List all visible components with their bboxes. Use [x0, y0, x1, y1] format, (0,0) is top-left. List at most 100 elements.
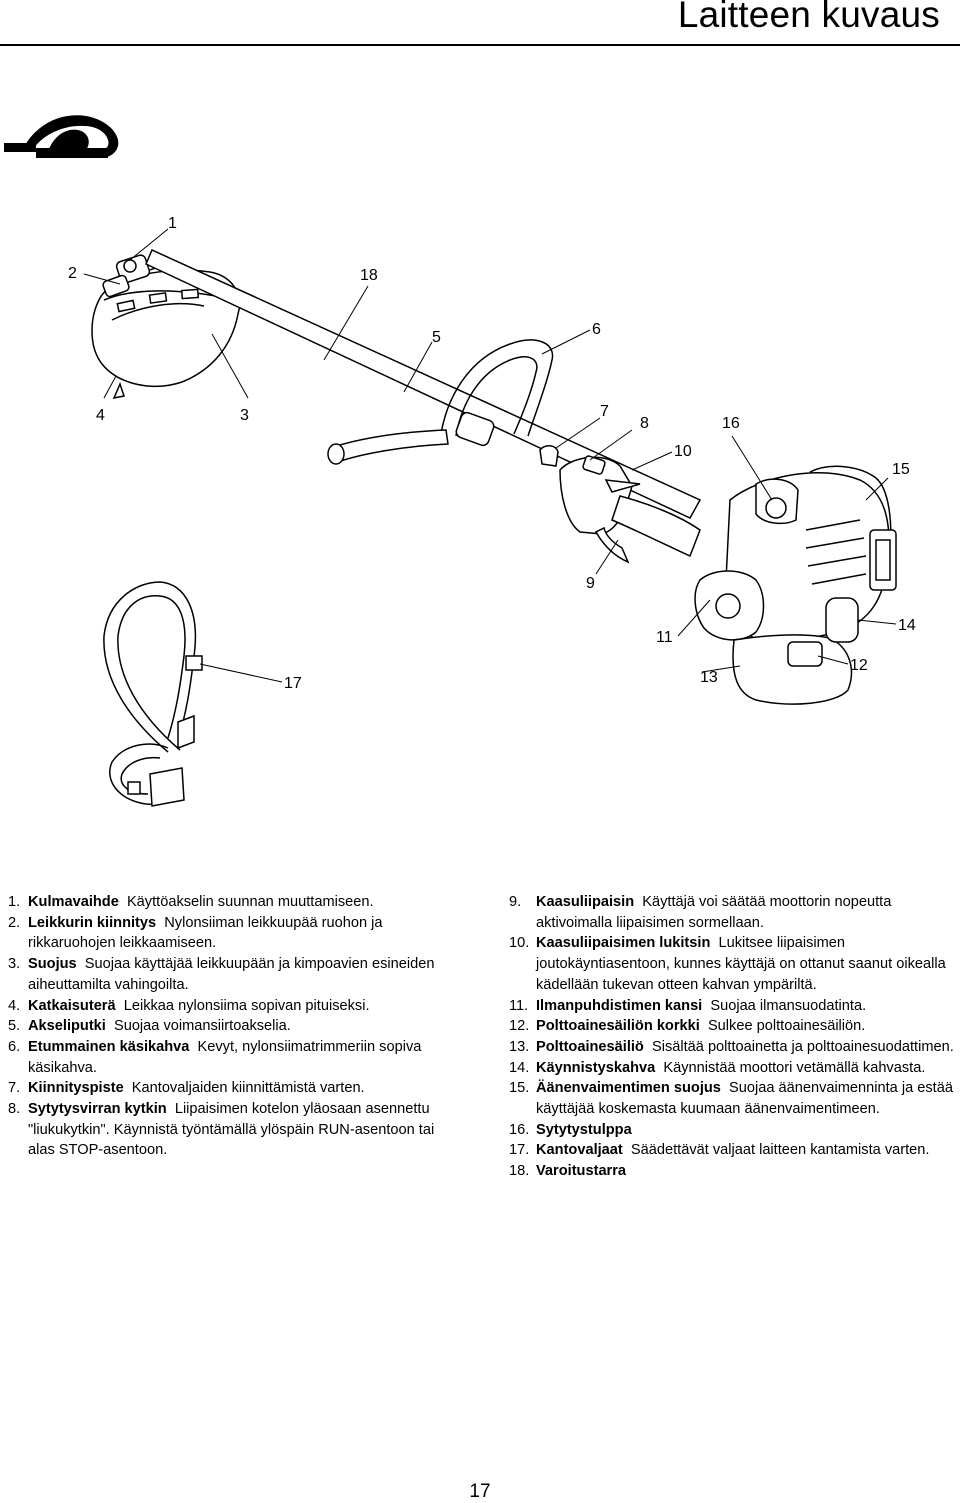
callout-7: 7	[600, 403, 609, 420]
legend-item: 11. Ilmanpuhdistimen kansi Suojaa ilmansu…	[509, 996, 959, 1017]
callout-8: 8	[640, 415, 649, 432]
legend-number: 14.	[509, 1059, 530, 1076]
callout-13: 13	[700, 669, 718, 686]
legend-item: 10. Kaasuliipaisimen lukitsin Lukitsee li…	[509, 933, 959, 995]
legend-description: Nylonsiiman leikkuupää ruohon ja rikkaru…	[28, 914, 383, 952]
legend-description: Sulkee polttoainesäiliön.	[707, 1018, 866, 1035]
legend-description: Käyttäjä voi säätää moottorin nopeutta a…	[536, 894, 892, 931]
callout-11: 11	[656, 629, 673, 646]
legend-number: 9.	[509, 894, 522, 910]
legend-term: Sytytysvirran kytkin	[28, 1101, 167, 1118]
front-handle	[327, 339, 554, 465]
legend-number: 8.	[8, 1101, 21, 1118]
legend-term: Etummainen käsikahva	[28, 1038, 190, 1055]
legend-description: Suojaa ilmansuodatinta.	[710, 997, 867, 1014]
legend-number: 10.	[509, 935, 530, 952]
legend-number: 18.	[509, 1163, 530, 1180]
legend-number: 2.	[8, 914, 21, 931]
legend-number: 4.	[8, 997, 21, 1014]
callout-4: 4	[96, 407, 105, 424]
legend-item: 13.Polttoainesäiliö Sisältää polttoainet…	[509, 1037, 959, 1058]
legend-right: 9. Kaasuliipaisin Käyttäjä voi säätää moo…	[509, 892, 959, 1182]
legend-term: Akseliputki	[28, 1018, 106, 1035]
callout-15: 15	[892, 461, 910, 478]
legend-item: 6. Etummainen käsikahva Kevyt, nylonsiima…	[8, 1037, 458, 1078]
legend-term: Ilmanpuhdistimen kansi	[536, 997, 703, 1014]
legend-description: Kevyt, nylonsiimatrimmeriin sopiva käsik…	[28, 1038, 422, 1076]
legend-left: 1. Kulmavaihde Käyttöakselin suunnan muut…	[8, 892, 458, 1161]
callout-16: 16	[722, 415, 740, 432]
legend-number: 11.	[509, 997, 529, 1014]
leader-lines	[83, 228, 897, 683]
legend-number: 1.	[8, 894, 21, 910]
callout-14: 14	[898, 617, 916, 634]
safety-symbol-icon	[4, 115, 119, 158]
legend-term: Polttoainesäiliö	[536, 1038, 644, 1055]
callout-17: 17	[284, 675, 302, 692]
harness	[103, 581, 203, 807]
legend-item: 9. Kaasuliipaisin Käyttäjä voi säätää moo…	[509, 892, 959, 933]
legend-item: 5. Akseliputki Suojaa voimansiirtoakselia…	[8, 1016, 458, 1037]
legend-item: 18. Varoitustarra	[509, 1161, 959, 1182]
legend-term: Kaasuliipaisin	[536, 894, 635, 910]
legend-term: Äänenvaimentimen suojus	[536, 1080, 721, 1097]
shaft-tube	[145, 248, 702, 519]
legend-item: 12. Polttoainesäiliön korkki Sulkee poltt…	[509, 1016, 959, 1037]
legend-description: Käyttöakselin suunnan muuttamiseen.	[126, 894, 374, 910]
callout-9: 9	[586, 575, 595, 592]
legend-term: Polttoainesäiliön korkki	[536, 1018, 700, 1035]
page-title: Laitteen kuvaus	[677, 0, 940, 35]
callout-2: 2	[68, 265, 77, 282]
callout-numbers: 1 2 18 6 5 4 3 7 8 16 10 15 9 11 14 12 1…	[68, 215, 916, 692]
legend-item: 7. Kiinnityspiste Kantovaljaiden kiinnitt…	[8, 1078, 458, 1099]
legend-number: 3.	[8, 956, 21, 973]
legend-item: 15. Äänenvaimentimen suojus Suojaa äänenv…	[509, 1078, 959, 1119]
legend-item: 16. Sytytystulppa	[509, 1120, 959, 1141]
legend-description: Käynnistää moottori vetämällä kahvasta.	[663, 1059, 926, 1076]
legend-number: 5.	[8, 1018, 21, 1035]
legend-term: Katkaisuterä	[28, 997, 116, 1014]
legend-description: Sisältää polttoainetta ja polttoainesuod…	[651, 1038, 954, 1055]
callout-1: 1	[168, 215, 177, 232]
callout-12: 12	[850, 657, 868, 674]
legend-description: Suojaa äänenvaimenninta ja estää käyttäj…	[536, 1080, 953, 1118]
legend-description: Suojaa käyttäjää leikkuupään ja kimpoavi…	[28, 956, 435, 993]
legend-description: Suojaa voimansiirtoakselia.	[113, 1018, 291, 1035]
callout-3: 3	[240, 407, 249, 424]
legend-description: Lukitsee liipaisimen joutokäyntiasentoon…	[536, 935, 946, 993]
legend-term: Kantovaljaat	[536, 1142, 623, 1159]
legend-term: Leikkurin kiinnitys	[28, 914, 157, 931]
legend-term: Sytytystulppa	[536, 1121, 632, 1138]
legend-term: Varoitustarra	[536, 1163, 627, 1180]
legend-number: 7.	[8, 1080, 21, 1097]
callout-5: 5	[432, 329, 441, 346]
trimmer-illustration: 1 2 18 6 5 4 3 7 8 16 10 15 9 11 14 12 1…	[4, 115, 916, 807]
callout-18: 18	[360, 267, 378, 284]
legend-item: 14. Käynnistyskahva Käynnistää moottori v…	[509, 1058, 959, 1079]
legend-number: 15.	[509, 1080, 530, 1097]
legend-number: 6.	[8, 1038, 21, 1055]
legend-item: 2. Leikkurin kiinnitys Nylonsiiman leikku…	[8, 913, 458, 954]
legend-item: 4. Katkaisuterä Leikkaa nylonsiima sopiva…	[8, 996, 458, 1017]
rear-grip	[611, 495, 701, 558]
legend-term: Suojus	[28, 956, 77, 973]
legend-description: Säädettävät valjaat laitteen kantamista …	[630, 1142, 930, 1159]
engine	[694, 465, 897, 705]
legend-description: Liipaisimen kotelon yläosaan asennettu "…	[28, 1101, 435, 1159]
legend-item: 1. Kulmavaihde Käyttöakselin suunnan muut…	[8, 892, 458, 913]
legend-number: 16.	[509, 1121, 530, 1138]
callout-10: 10	[674, 443, 692, 460]
page-number: 17	[469, 1481, 491, 1502]
legend-item: 17.Kantovaljaat Säädettävät valjaat lait…	[509, 1140, 959, 1161]
legend-term: Kulmavaihde	[28, 894, 119, 910]
legend-item: 8. Sytytysvirran kytkin Liipaisimen kotel…	[8, 1099, 458, 1161]
legend-number: 12.	[509, 1018, 530, 1035]
title-rule	[0, 44, 960, 46]
legend-description: Kantovaljaiden kiinnittämistä varten.	[131, 1080, 365, 1097]
callout-6: 6	[592, 321, 601, 338]
legend-term: Käynnistyskahva	[536, 1059, 656, 1076]
legend-term: Kaasuliipaisimen lukitsin	[536, 935, 711, 952]
legend-item: 3. Suojus Suojaa käyttäjää leikkuupään ja…	[8, 954, 458, 995]
legend-description: Leikkaa nylonsiima sopivan pituiseksi.	[123, 997, 370, 1014]
legend-term: Kiinnityspiste	[28, 1080, 124, 1097]
